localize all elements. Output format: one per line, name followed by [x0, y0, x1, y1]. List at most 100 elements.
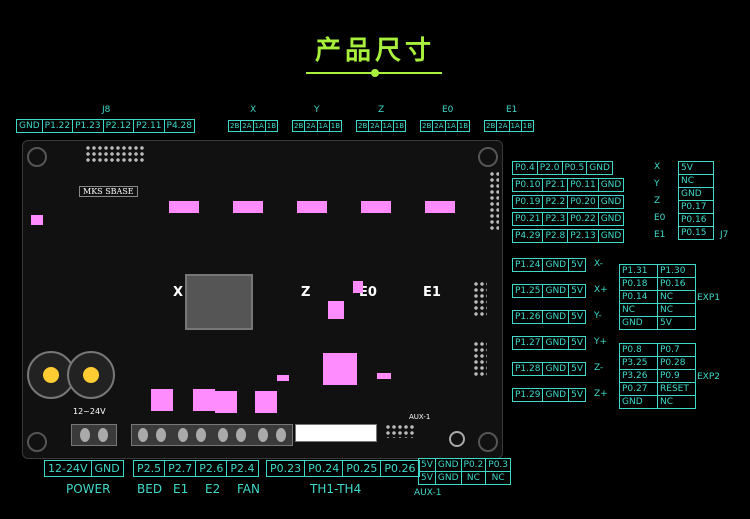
driver-chip — [361, 201, 391, 213]
endstop-pin: P1.27 — [512, 336, 544, 350]
motor-pin: 1A — [380, 120, 394, 132]
pcb-component — [255, 391, 277, 413]
endstop-pin: GND — [542, 258, 570, 272]
motor-pin: 2A — [240, 120, 254, 132]
j8-pin: GND — [16, 119, 43, 133]
driver-pin: GND — [586, 161, 613, 175]
driver-pin: P0.20 — [567, 195, 599, 209]
driver-pin: GND — [597, 212, 625, 226]
header-pins — [473, 341, 487, 377]
j8-pin: P2.12 — [102, 119, 135, 133]
heater-pins: P2.5 P2.7 P2.6 P2.4 — [133, 460, 259, 477]
j7-pin: NC — [678, 174, 714, 188]
exp2-pin: P0.7 — [657, 343, 696, 357]
aux-pin: 5V — [418, 471, 436, 485]
header-pins — [385, 424, 415, 438]
exp2-pin: P0.9 — [657, 369, 696, 383]
heater-pin: P2.7 — [164, 460, 197, 477]
board-axis-label: E0 — [359, 285, 377, 300]
j7-pin: 5V — [678, 161, 714, 175]
mount-hole — [478, 432, 498, 452]
driver-chip — [297, 201, 327, 213]
motor-header-label: E1 — [506, 105, 518, 115]
aux-pin: P0.2 — [460, 458, 487, 472]
motor-header-label: E0 — [442, 105, 454, 115]
driver-pin: P0.21 — [512, 212, 544, 226]
endstop-pin: 5V — [568, 258, 586, 272]
driver-pin: P0.5 — [561, 161, 588, 175]
driver-pin: P2.2 — [542, 195, 569, 209]
title-dot — [371, 69, 379, 77]
heater-pin: P2.5 — [133, 460, 166, 477]
pcb-component — [377, 373, 391, 379]
capacitor — [67, 351, 115, 399]
endstop-label: Z+ — [594, 389, 608, 399]
motor-header-label: Y — [314, 105, 320, 115]
board-axis-label: Z — [301, 285, 311, 300]
header-pins — [489, 171, 499, 231]
driver-axis-label: X — [654, 162, 661, 172]
pcb-component — [328, 301, 344, 319]
endstop-pin: GND — [542, 336, 570, 350]
page-title: 产品尺寸 — [314, 36, 435, 66]
exp2-pin: GND — [619, 395, 658, 409]
driver-pin: P2.13 — [567, 229, 599, 243]
j8-pin: P1.22 — [41, 119, 74, 133]
driver-pin: P2.1 — [542, 178, 569, 192]
reset-button[interactable] — [449, 431, 465, 447]
thermistor-pin: P0.26 — [380, 460, 420, 477]
heater-label-e2: E2 — [205, 482, 221, 496]
endstop-pin: P1.26 — [512, 310, 544, 324]
endstop-pin: 5V — [568, 284, 586, 298]
j7-label: J7 — [720, 230, 729, 240]
driver-pin: GND — [597, 178, 625, 192]
driver-pin: P4.29 — [512, 229, 544, 243]
heater-pin: P2.4 — [226, 460, 259, 477]
endstop-pin: P1.29 — [512, 388, 544, 402]
exp2-pin: P0.28 — [657, 356, 696, 370]
pcb-component — [323, 353, 357, 385]
motor-pin: 1A — [508, 120, 522, 132]
driver-chip — [425, 201, 455, 213]
motor-pin: 1B — [264, 120, 279, 132]
motor-pin: 2B — [484, 120, 498, 132]
power-label: POWER — [66, 482, 111, 496]
aux-label: AUX-1 — [414, 488, 442, 498]
pcb-component — [31, 215, 43, 225]
driver-pin: P0.22 — [567, 212, 599, 226]
power-pin: 12-24V — [44, 460, 92, 477]
board-axis-label: X — [173, 285, 184, 300]
mks-sbase-board: MKS SBASE XYZE0E1 12~24V AUX-1 — [22, 140, 503, 459]
board-axis-label: E1 — [423, 285, 441, 300]
endstop-pin: P1.24 — [512, 258, 544, 272]
motor-pin: 2A — [432, 120, 446, 132]
thermistor-pin: P0.23 — [266, 460, 306, 477]
motor-pin: 2B — [292, 120, 306, 132]
heater-label-bed: BED — [137, 482, 163, 496]
endstop-pin: GND — [542, 284, 570, 298]
j7-pin: P0.16 — [678, 213, 714, 227]
driver-axis-label: Y — [654, 179, 660, 189]
motor-pin: 1B — [520, 120, 535, 132]
exp1-pin: P1.30 — [657, 264, 696, 278]
j8-pin-row: GND P1.22 P1.23 P2.12 P2.11 P4.28 — [16, 119, 195, 133]
driver-pin: P2.0 — [536, 161, 563, 175]
endstop-pin: 5V — [568, 388, 586, 402]
motor-pin: 2B — [228, 120, 242, 132]
capacitor-top — [43, 367, 59, 383]
motor-header-label: Z — [378, 105, 385, 115]
driver-chip — [169, 201, 199, 213]
endstop-label: X+ — [594, 285, 608, 295]
mount-hole — [27, 432, 47, 452]
j7-pin: GND — [678, 187, 714, 201]
